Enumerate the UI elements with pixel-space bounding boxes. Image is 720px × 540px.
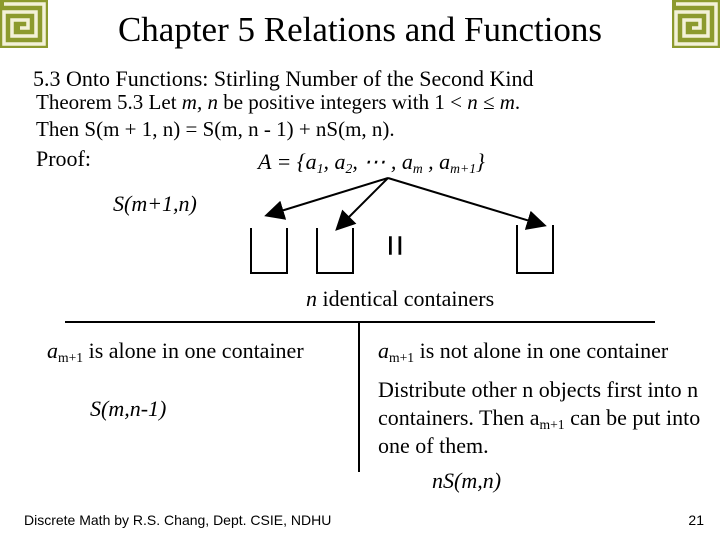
container-1 <box>250 228 288 274</box>
right-column-heading: am+1 is not alone in one container <box>378 338 669 366</box>
stirling-m-plus-1-n: S(m+1,n) <box>113 191 197 216</box>
greek-key-ornament-left <box>0 0 48 48</box>
arrow-to-container-1 <box>264 177 389 220</box>
right-column-value: nS(m,n) <box>432 468 502 493</box>
slide-title: Chapter 5 Relations and Functions <box>117 10 603 49</box>
greek-key-ornament-right <box>672 0 720 48</box>
set-a-definition: A = {a1, a2, ⋯ , am , am+1} <box>258 149 485 177</box>
proof-label: Proof: <box>36 146 91 171</box>
container-3 <box>516 225 554 274</box>
right-column-explanation: Distribute other n objects first into n … <box>378 377 701 458</box>
containers-label: n identical containers <box>306 286 495 311</box>
footer-credit: Discrete Math by R.S. Chang, Dept. CSIE,… <box>24 512 332 528</box>
arrow-to-container-3 <box>387 177 547 230</box>
left-column-value: S(m,n-1) <box>90 396 167 421</box>
theorem-line-1: Theorem 5.3 Let m, n be positive integer… <box>36 90 521 114</box>
arrow-to-container-2 <box>335 177 389 231</box>
equals-sign-rotated: = <box>373 234 416 257</box>
section-subtitle: 5.3 Onto Functions: Stirling Number of t… <box>33 66 534 91</box>
theorem-line-2: Then S(m + 1, n) = S(m, n - 1) + nS(m, n… <box>36 117 395 141</box>
left-column-heading: am+1 is alone in one container <box>47 338 304 366</box>
page-number: 21 <box>688 512 704 528</box>
container-2 <box>316 228 354 274</box>
